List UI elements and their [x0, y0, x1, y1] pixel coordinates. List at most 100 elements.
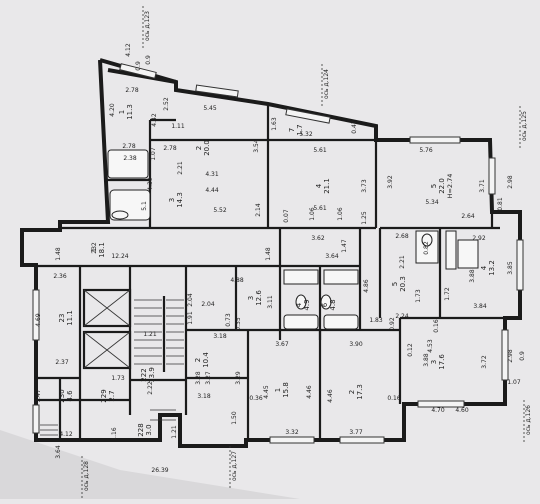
- dimension-value: 3.73: [361, 179, 368, 193]
- room-number: 3: [168, 198, 176, 202]
- room-area: 15.8: [282, 382, 290, 398]
- axis-label: ось д.124: [323, 69, 330, 99]
- dimension-value: 5.1: [141, 201, 148, 211]
- dimension-value: 4.20: [109, 103, 116, 117]
- room-area: 20.0: [203, 140, 211, 156]
- dimension-value: 5.61: [313, 205, 327, 212]
- room-area: 4.9: [303, 299, 311, 310]
- dimension-value: 0.16: [433, 319, 440, 333]
- dimension-value: 2.04: [187, 293, 194, 307]
- dimension-value: 1.73: [111, 375, 125, 382]
- dimension-value: 232: [91, 242, 98, 254]
- dimension-value: 0.07: [283, 209, 290, 223]
- dimension-value: 2.78: [122, 143, 136, 150]
- dimension-value: 4.88: [230, 277, 244, 284]
- dimension-value: 0.9: [519, 351, 526, 361]
- dimension-value: 2.52: [163, 97, 170, 111]
- room-area: 4.6: [66, 390, 74, 402]
- dimension-value: 4.39: [147, 177, 154, 191]
- closet-hatching: [40, 409, 176, 436]
- dimension-value: 2.38: [123, 155, 137, 162]
- staircase: [134, 296, 184, 372]
- room-area: 12.6: [255, 290, 263, 306]
- dimension-value: 5.52: [213, 207, 227, 214]
- axis-label: ось д.128: [83, 461, 90, 491]
- room-number: 1: [90, 248, 98, 252]
- dimension-value: 0.47: [351, 120, 358, 134]
- axis-marker-ax127: ось д.127: [229, 444, 238, 488]
- dimension-value: 4.12: [125, 43, 132, 57]
- room-number: 4: [315, 183, 323, 188]
- dimension-value: 1.47: [341, 239, 348, 253]
- dimension-value: 0.81: [497, 197, 504, 211]
- dimension-value: 3.28: [195, 371, 202, 385]
- dimension-value: 26.39: [151, 467, 168, 474]
- dimension-value: 2.78: [163, 145, 177, 152]
- windows: [32, 63, 524, 444]
- dimension-value: 3.18: [213, 333, 227, 340]
- dimension-value: 5.32: [299, 131, 313, 138]
- dimension-value: 2.21: [177, 161, 184, 175]
- dimension-value: 3.64: [325, 253, 339, 260]
- dimension-value: 0.82: [423, 241, 430, 255]
- dimension-value: 0.16: [387, 395, 401, 402]
- dimension-value: 4.44: [205, 187, 219, 194]
- interior-walls: [36, 104, 505, 440]
- dimension-value: 3.62: [311, 235, 325, 242]
- dimension-value: 2.98: [507, 349, 514, 363]
- dimension-value: 3.88: [423, 353, 430, 367]
- dimension-value: 2.37: [55, 359, 69, 366]
- dimension-value: 3.90: [349, 341, 363, 348]
- dimension-value: 3.77: [349, 429, 363, 436]
- dimension-value: 1.25: [361, 211, 368, 225]
- dimension-value: 3.32: [285, 429, 299, 436]
- dimension-value: 4.69: [35, 313, 42, 327]
- room-area: 2.7: [108, 390, 116, 401]
- axis-marker-ax128: ось д.128: [81, 454, 90, 498]
- dimension-value: 4.31: [205, 171, 219, 178]
- dimension-value: 2.24: [395, 313, 409, 320]
- dimension-value: 3.64: [55, 445, 62, 459]
- room-number: 23: [58, 314, 66, 323]
- room-area: 13.2: [488, 260, 496, 276]
- room-area: 11.1: [66, 310, 74, 326]
- dimension-value: 5.34: [425, 199, 439, 206]
- dimension-value: 2.78: [125, 87, 139, 94]
- room-number: 4: [295, 302, 303, 307]
- dimension-value: 1.73: [415, 289, 422, 303]
- dimension-value: 1.07: [507, 379, 521, 386]
- room-number: 228: [137, 423, 145, 436]
- room-height: H=2.74: [446, 174, 454, 199]
- dimension-value: 1.83: [369, 317, 383, 324]
- outer-walls: [20, 58, 522, 448]
- room-area: 13.9: [148, 367, 156, 383]
- dimension-value: 1.11: [171, 123, 185, 130]
- axis-label: ось д.123: [144, 11, 151, 41]
- dimension-value: 1.63: [271, 117, 278, 131]
- room-area: 17.6: [438, 354, 446, 370]
- dimension-value: 1.06: [337, 207, 344, 221]
- dimension-value: 5.61: [313, 147, 327, 154]
- dimension-value: 3.88: [469, 269, 476, 283]
- room-area: 17.3: [356, 384, 364, 400]
- axis-label: ось д.127: [231, 451, 238, 481]
- room-number: 229: [100, 389, 108, 402]
- dimension-value: 1.21: [143, 331, 157, 338]
- room-number: 7: [288, 128, 296, 132]
